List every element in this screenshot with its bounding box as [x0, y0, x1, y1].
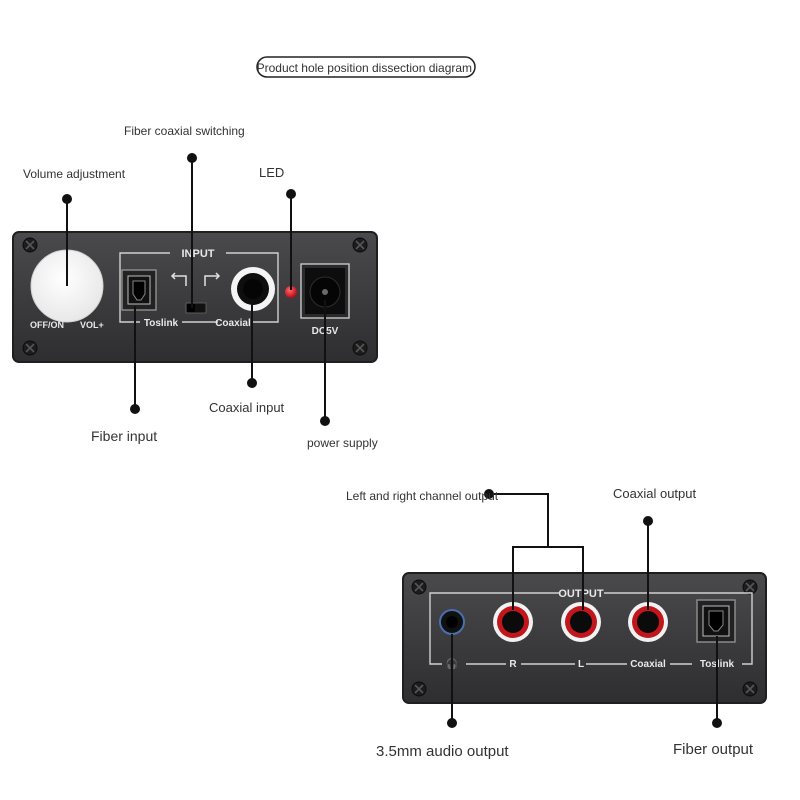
arrow-left-icon: [170, 272, 187, 286]
rca-l-label: L: [578, 659, 584, 670]
screw-icon: [352, 237, 368, 253]
input-panel: OFF/ON VOL+ INPUT Toslink Coaxial: [12, 231, 378, 363]
input-group-bracket: [119, 252, 279, 323]
callout-volume-adjustment: Volume adjustment: [23, 167, 126, 181]
callout-led: LED: [259, 165, 284, 180]
output-section-label: OUTPUT: [558, 588, 604, 600]
output-callout-lines: [447, 489, 722, 728]
output-coaxial-label: Coaxial: [630, 659, 666, 670]
svg-text:Product hole position dissecti: Product hole position dissection diagram…: [257, 61, 476, 75]
callout-fiber-output: Fiber output: [673, 741, 754, 758]
callout-fiber-coaxial-switching: Fiber coaxial switching: [124, 124, 245, 138]
callout-coaxial-input: Coaxial input: [209, 400, 285, 415]
arrow-right-icon: [204, 272, 221, 286]
rca-right-jack[interactable]: [493, 602, 533, 642]
led-indicator: [285, 286, 297, 298]
input-section-label: INPUT: [182, 248, 215, 260]
screw-icon: [742, 681, 758, 697]
screw-icon: [742, 579, 758, 595]
knob-vol-label: VOL+: [80, 320, 104, 330]
screw-icon: [352, 340, 368, 356]
input-callout-lines: [62, 153, 330, 426]
callout-fiber-input: Fiber input: [91, 428, 157, 444]
callout-left-right-channel-output: Left and right channel output: [346, 489, 499, 503]
input-coaxial-label: Coaxial: [215, 318, 251, 329]
screw-icon: [411, 681, 427, 697]
output-panel: OUTPUT 🎧 R L Coaxial: [402, 572, 767, 704]
coaxial-input-jack[interactable]: [231, 267, 275, 311]
callout-coaxial-output: Coaxial output: [613, 486, 696, 501]
output-group-bracket: [429, 592, 753, 665]
headphone-jack[interactable]: [439, 609, 465, 635]
screw-icon: [22, 237, 38, 253]
diagram-title: Product hole position dissection diagram…: [256, 56, 476, 78]
callout-power-supply: power supply: [307, 436, 378, 450]
input-toslink-label: Toslink: [144, 318, 179, 329]
fiber-coaxial-switch[interactable]: [185, 302, 207, 314]
screw-icon: [22, 340, 38, 356]
rca-r-label: R: [509, 659, 517, 670]
screw-icon: [411, 579, 427, 595]
coaxial-output-jack[interactable]: [628, 602, 668, 642]
knob-off-on-label: OFF/ON: [30, 320, 64, 330]
toslink-output-port[interactable]: [696, 599, 736, 643]
callout-35mm-audio-output: 3.5mm audio output: [376, 743, 509, 760]
toslink-input-port[interactable]: [121, 269, 157, 311]
rca-left-jack[interactable]: [561, 602, 601, 642]
